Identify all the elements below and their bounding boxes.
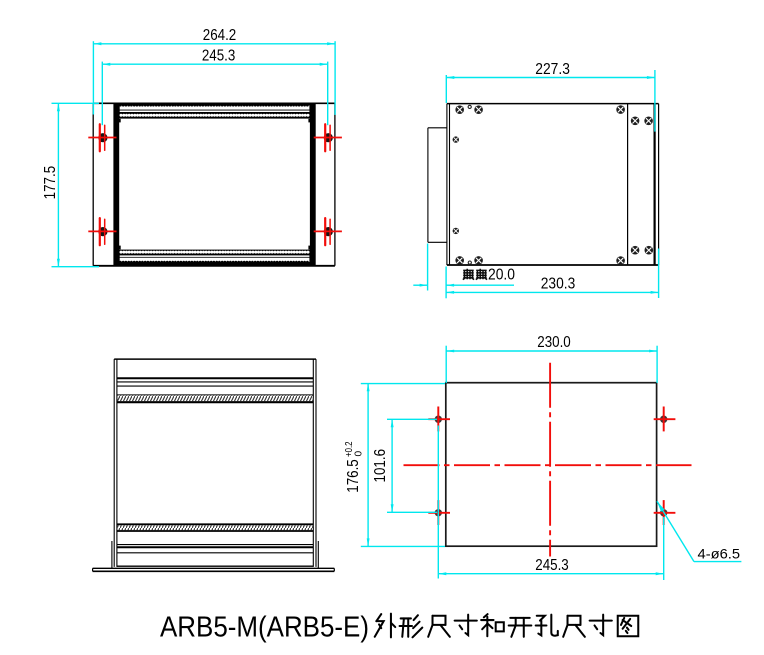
svg-text:101.6: 101.6 bbox=[372, 449, 389, 483]
svg-text:0: 0 bbox=[353, 451, 364, 457]
svg-text:20.0: 20.0 bbox=[488, 266, 515, 283]
svg-text:245.3: 245.3 bbox=[202, 47, 236, 64]
svg-text:ARB5-M(ARB5-E): ARB5-M(ARB5-E) bbox=[160, 611, 369, 643]
svg-text:245.3: 245.3 bbox=[535, 557, 569, 574]
svg-text:+0.2: +0.2 bbox=[344, 441, 355, 457]
svg-text:4-ø6.5: 4-ø6.5 bbox=[698, 546, 741, 561]
svg-text:176.5: 176.5 bbox=[345, 459, 362, 493]
svg-text:177.5: 177.5 bbox=[42, 166, 59, 200]
svg-text:227.3: 227.3 bbox=[535, 61, 570, 78]
svg-text:264.2: 264.2 bbox=[203, 27, 237, 44]
svg-text:230.0: 230.0 bbox=[537, 334, 571, 351]
svg-text:230.3: 230.3 bbox=[541, 275, 576, 292]
